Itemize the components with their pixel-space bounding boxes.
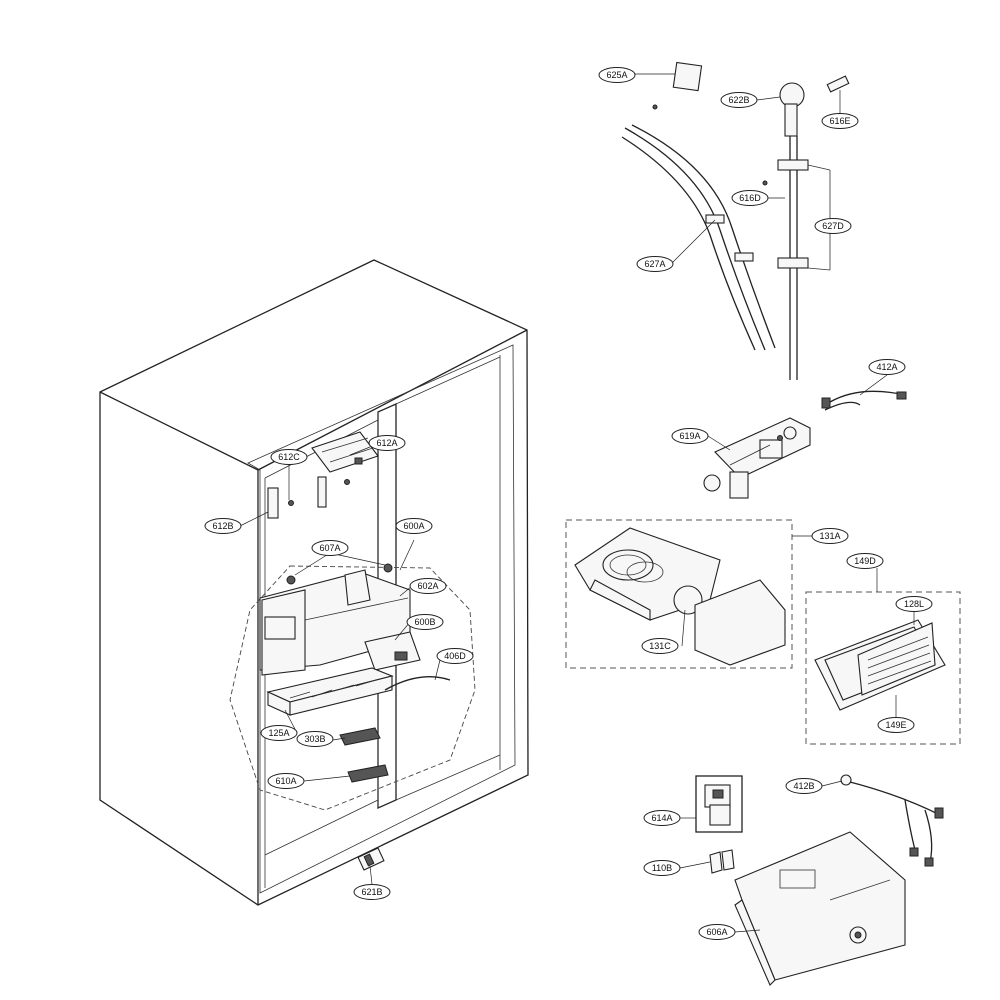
fill-tube-assembly — [621, 61, 850, 380]
leader-lines — [239, 73, 915, 933]
svg-text:110B: 110B — [652, 863, 672, 873]
svg-text:619A: 619A — [679, 431, 700, 441]
grille-group — [805, 591, 961, 745]
svg-text:128L: 128L — [904, 599, 924, 609]
svg-text:303B: 303B — [304, 734, 325, 744]
svg-text:607A: 607A — [319, 543, 340, 553]
svg-text:612A: 612A — [376, 438, 397, 448]
svg-text:149D: 149D — [854, 556, 876, 566]
svg-text:602A: 602A — [417, 581, 438, 591]
label-149D: 149D — [846, 553, 884, 569]
label-131A: 131A — [811, 528, 849, 544]
water-fitting — [357, 847, 385, 871]
svg-text:600A: 600A — [403, 521, 424, 531]
svg-text:600B: 600B — [414, 617, 435, 627]
wire-harness — [821, 390, 907, 411]
svg-text:627A: 627A — [644, 259, 665, 269]
label-600B: 600B — [406, 614, 444, 630]
svg-text:125A: 125A — [268, 728, 289, 738]
svg-text:412B: 412B — [793, 781, 814, 791]
svg-text:406D: 406D — [444, 651, 466, 661]
ice-bucket — [574, 527, 786, 666]
refrigerator-cabinet — [99, 259, 529, 906]
label-303B: 303B — [296, 731, 334, 747]
svg-text:131C: 131C — [649, 641, 671, 651]
label-627D: 627D — [814, 218, 852, 234]
label-602A: 602A — [409, 578, 447, 594]
svg-text:131A: 131A — [819, 531, 840, 541]
label-621B: 621B — [353, 884, 391, 900]
label-625A: 625A — [598, 67, 636, 83]
dispenser-harness — [840, 774, 944, 867]
svg-text:621B: 621B — [361, 887, 382, 897]
label-610A: 610A — [267, 773, 305, 789]
ice-bucket-group — [565, 519, 793, 669]
svg-text:612C: 612C — [278, 452, 300, 462]
label-612C: 612C — [270, 449, 308, 465]
label-128L: 128L — [895, 596, 933, 612]
shelf-bracket — [311, 431, 379, 473]
svg-text:622B: 622B — [728, 95, 749, 105]
svg-text:627D: 627D — [822, 221, 844, 231]
water-valve — [703, 417, 811, 499]
label-616D: 616D — [731, 190, 769, 206]
label-612B: 612B — [204, 518, 242, 534]
label-125A: 125A — [260, 725, 298, 741]
label-412B: 412B — [785, 778, 823, 794]
mounting-bracket — [267, 476, 350, 519]
label-406D: 406D — [436, 648, 474, 664]
label-619A: 619A — [671, 428, 709, 444]
svg-text:616E: 616E — [829, 116, 850, 126]
label-622B: 622B — [720, 92, 758, 108]
svg-text:625A: 625A — [606, 70, 627, 80]
relay-switch — [704, 784, 731, 826]
label-606A: 606A — [698, 924, 736, 940]
label-110B: 110B — [643, 860, 681, 876]
label-412A: 412A — [868, 359, 906, 375]
switch-bracket — [709, 849, 735, 874]
detail-boundary — [229, 565, 476, 811]
dispenser-housing — [734, 831, 906, 986]
label-131C: 131C — [641, 638, 679, 654]
icemaker-assembly — [259, 563, 451, 783]
svg-text:612B: 612B — [212, 521, 233, 531]
svg-text:616D: 616D — [739, 193, 761, 203]
label-607A: 607A — [311, 540, 349, 556]
label-600A: 600A — [395, 518, 433, 534]
switch-outline-box — [695, 775, 743, 833]
label-612A: 612A — [368, 435, 406, 451]
dispenser-grille — [814, 619, 946, 711]
label-149E: 149E — [877, 717, 915, 733]
svg-text:614A: 614A — [651, 813, 672, 823]
svg-text:149E: 149E — [885, 720, 906, 730]
svg-text:610A: 610A — [275, 776, 296, 786]
label-614A: 614A — [643, 810, 681, 826]
label-616E: 616E — [821, 113, 859, 129]
svg-text:412A: 412A — [876, 362, 897, 372]
svg-text:606A: 606A — [706, 927, 727, 937]
label-627A: 627A — [636, 256, 674, 272]
